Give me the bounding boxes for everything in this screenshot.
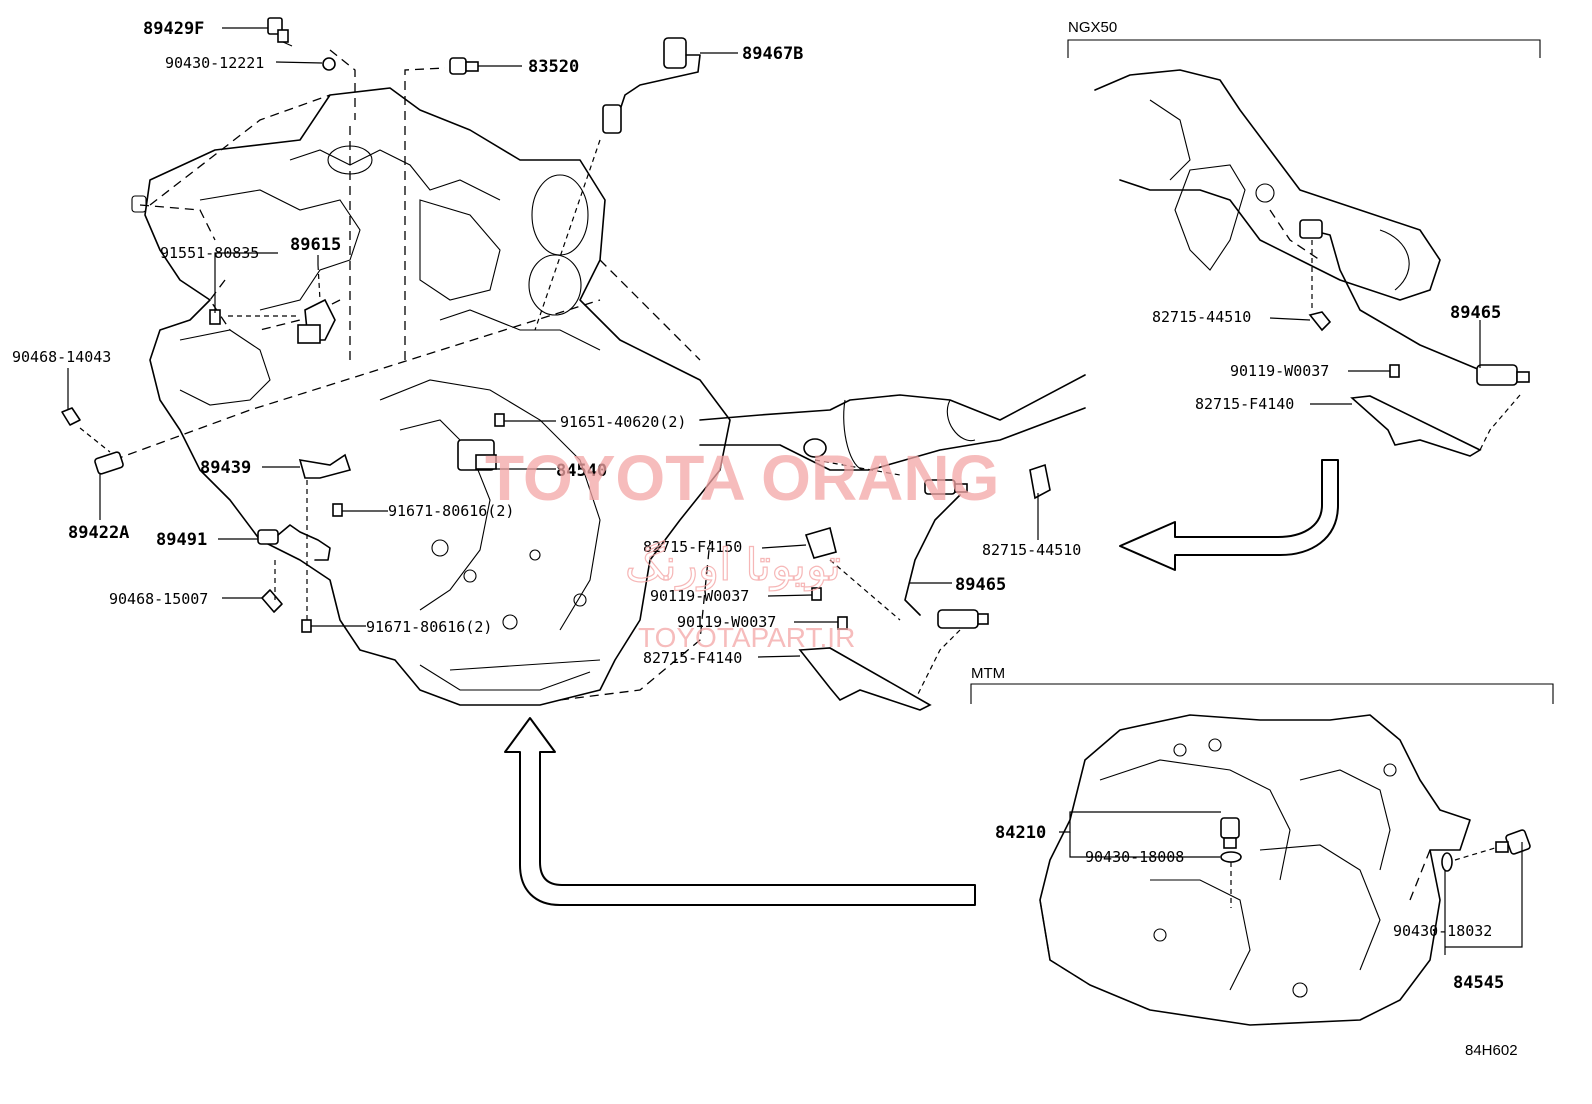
watermark-url: TOYOTAPART.IR	[638, 622, 855, 653]
label-90430-12221: 90430-12221	[165, 54, 264, 72]
figure-code: 84H602	[1465, 1042, 1518, 1059]
bracket-89439-icon	[298, 453, 352, 479]
mtm-section-label: MTM	[971, 665, 1005, 682]
label-84540: 84540	[556, 461, 607, 481]
switch-83520-icon	[449, 57, 479, 75]
watermark-brand: TOYOTA ORANG	[485, 442, 999, 514]
clip-90468-14043-icon	[61, 407, 81, 426]
mtm-arrow-icon	[504, 717, 976, 906]
label-89491: 89491	[156, 530, 207, 550]
bolt-91671-80616-b-icon	[301, 619, 312, 633]
switch-84210-icon	[1220, 817, 1240, 849]
label-84545: 84545	[1453, 973, 1504, 993]
gasket-90430-18032-icon	[1441, 852, 1453, 872]
sensor-89422A-icon	[79, 427, 124, 475]
label-82715-F4140-ngx: 82715-F4140	[1195, 395, 1294, 413]
label-90468-14043: 90468-14043	[12, 348, 111, 366]
label-89429F: 89429F	[143, 19, 204, 39]
mtm-inset: MTM	[970, 665, 1554, 1026]
watermark-persian: تویوتا اورنگ	[625, 540, 841, 591]
label-89465-ngx: 89465	[1450, 303, 1501, 323]
protector-82715-F4140-main-icon	[798, 647, 932, 711]
ngx50-inset: NGX50	[1067, 19, 1541, 457]
watermarks: TOYOTA ORANG تویوتا اورنگ TOYOTAPART.IR	[485, 442, 999, 653]
label-82715-44510-main: 82715-44510	[982, 541, 1081, 559]
leader-lines	[67, 27, 1523, 955]
label-82715-F4140-main: 82715-F4140	[643, 649, 742, 667]
label-90119-W0037-a: 90119-W0037	[650, 587, 749, 605]
label-90119-W0037-b: 90119-W0037	[677, 613, 776, 631]
gasket-90430-12221-icon	[322, 57, 336, 71]
label-91651-40620: 91651-40620(2)	[560, 413, 686, 431]
sensor-89615-icon	[228, 264, 336, 344]
label-89467B: 89467B	[742, 44, 803, 64]
sensor-89491-icon	[257, 524, 331, 561]
gasket-90430-18008-icon	[1220, 851, 1242, 863]
part-labels: 89429F 90430-12221 83520 89467B 91551-80…	[12, 19, 1518, 1059]
ngx50-section-label: NGX50	[1068, 19, 1117, 36]
clamp-82715-F4150-icon	[804, 526, 837, 559]
label-91551-80835: 91551-80835	[160, 244, 259, 262]
bolt-90119-W0037-ngx-icon	[1389, 364, 1400, 378]
switch-84545-icon	[1495, 829, 1531, 855]
label-89615: 89615	[290, 235, 341, 255]
label-90430-18032: 90430-18032	[1393, 922, 1492, 940]
label-89465-main: 89465	[955, 575, 1006, 595]
ngx50-arrow-icon	[1119, 459, 1339, 571]
bolt-91671-80616-a-icon	[332, 503, 343, 517]
sensor-89465-main-icon	[814, 459, 989, 701]
sensor-89467B-icon	[534, 37, 701, 331]
label-91671-80616-b: 91671-80616(2)	[366, 618, 492, 636]
label-89439: 89439	[200, 458, 251, 478]
switch-84540-icon	[457, 439, 497, 471]
label-82715-F4150: 82715-F4150	[643, 538, 742, 556]
bolt-90119-W0037-b-icon	[837, 616, 848, 630]
label-82715-44510-ngx: 82715-44510	[1152, 308, 1251, 326]
clamp-82715-44510-main-icon	[1029, 463, 1051, 500]
clamp-82715-44510-ngx-icon	[1308, 311, 1332, 332]
bolt-91651-40620-icon	[494, 413, 505, 427]
clip-90468-15007-icon	[261, 589, 283, 613]
main-parts	[61, 17, 1051, 711]
sensor-89429F-icon	[267, 17, 293, 47]
label-91671-80616-a: 91671-80616(2)	[388, 502, 514, 520]
label-84210: 84210	[995, 823, 1046, 843]
label-83520: 83520	[528, 57, 579, 77]
engine-assembly-drawing	[99, 49, 731, 706]
sensor-89465-ngx-icon	[1476, 364, 1518, 386]
label-90119-W0037-ngx: 90119-W0037	[1230, 362, 1329, 380]
label-90430-18008: 90430-18008	[1085, 848, 1184, 866]
bolt-90119-W0037-a-icon	[811, 587, 822, 601]
label-89422A: 89422A	[68, 523, 129, 543]
label-90468-15007: 90468-15007	[109, 590, 208, 608]
protector-82715-F4140-ngx-icon	[1350, 395, 1482, 457]
